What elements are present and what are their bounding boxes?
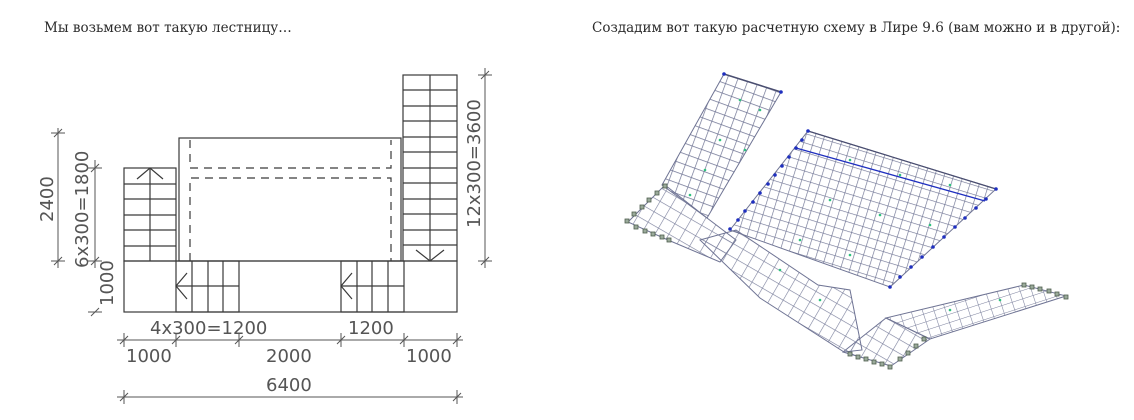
dim-1000-left: 1000 (126, 346, 172, 367)
dim-12x300: 12x300=3600 (464, 99, 485, 228)
caption-right: Создадим вот такую расчетную схему в Лир… (592, 20, 1121, 36)
dim-2000: 2000 (266, 346, 312, 367)
edge-nodes (728, 129, 998, 289)
dim-6400: 6400 (266, 375, 312, 396)
mesh-nodes (688, 98, 1002, 312)
dim-6x300: 6x300=1800 (72, 151, 93, 268)
dimension-lines (51, 68, 492, 404)
plan-outline (123, 74, 458, 313)
support-nodes-right (847, 282, 1069, 370)
dim-2400: 2400 (37, 176, 58, 222)
platform-hidden-lines (189, 140, 392, 261)
dim-4x300: 4x300=1200 (150, 318, 267, 339)
middle-flight-mesh (699, 229, 863, 353)
main-platform-mesh (728, 129, 998, 289)
dim-1000-vertical: 1000 (97, 260, 118, 306)
support-nodes-left (624, 183, 672, 243)
lower-flight-mesh (841, 282, 1069, 370)
dim-1000-right: 1000 (406, 346, 452, 367)
dim-1200: 1200 (348, 318, 394, 339)
caption-left: Мы возьмем вот такую лестницу… (44, 20, 292, 36)
